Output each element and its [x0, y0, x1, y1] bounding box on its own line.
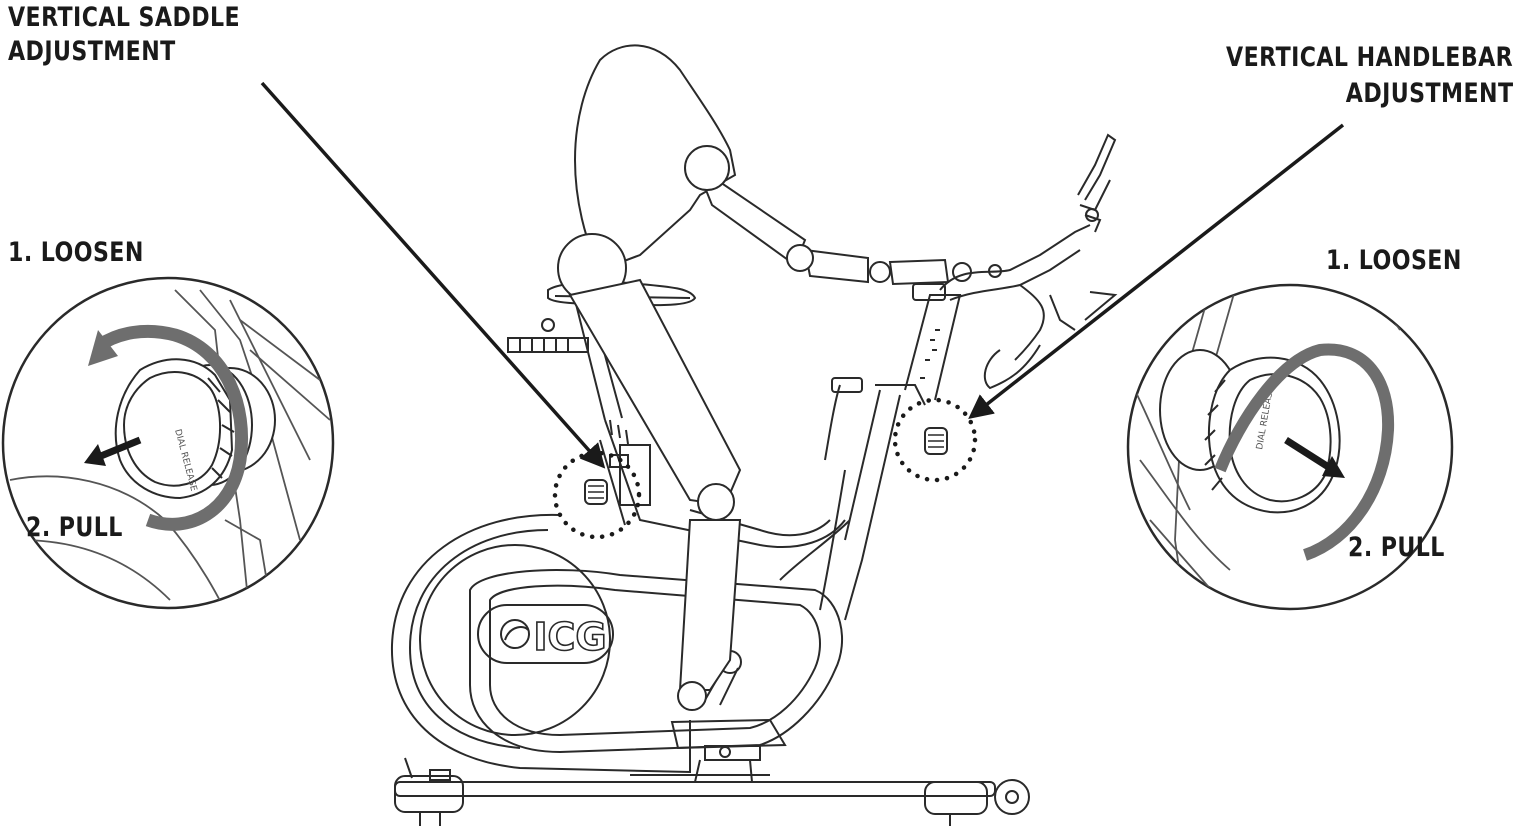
left-step-pull: 2. PULL: [26, 512, 123, 543]
icg-logo: ICG: [477, 604, 614, 664]
flywheel-housing: [390, 469, 851, 774]
saddle-adjustment-title-line1: VERTICAL SADDLE: [8, 2, 241, 33]
handlebar-knob-detail: DIAL RELEASE: [1126, 283, 1454, 611]
handlebar-adjustment-title-line1: VERTICAL HANDLEBAR: [1225, 42, 1513, 73]
right-step-pull: 2. PULL: [1348, 532, 1445, 563]
saddle-knob-detail: DIAL RELEASE: [1, 276, 335, 610]
bike-base: [394, 757, 1030, 826]
handlebar-leader-line: [968, 123, 1345, 420]
pull-arrow-right: [1284, 437, 1332, 471]
rider-figure: [557, 44, 950, 711]
pull-arrow-left: [94, 436, 142, 462]
handlebar-knob-highlight: [892, 397, 978, 483]
left-step-loosen: 1. LOOSEN: [8, 237, 144, 268]
icg-logo-text: ICG: [533, 615, 606, 659]
saddle-adjustment-title-line2: ADJUSTMENT: [8, 36, 176, 67]
loosen-rotate-arrow-right: [1214, 343, 1395, 561]
bike-frame: [507, 133, 1118, 783]
saddle-leader-line: [260, 81, 606, 469]
handlebar-knob: DIAL RELEASE: [1159, 349, 1341, 514]
handlebar-adjustment-title-line2: ADJUSTMENT: [1345, 78, 1513, 109]
loosen-rotate-arrow-left: [96, 324, 249, 531]
saddle-knob-highlight: [552, 450, 642, 540]
right-step-loosen: 1. LOOSEN: [1326, 245, 1462, 276]
